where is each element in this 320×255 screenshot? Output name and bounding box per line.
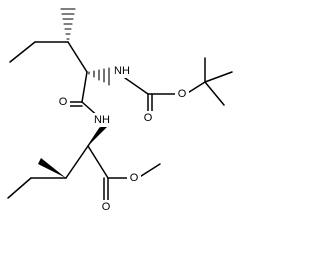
molecule-diagram: NH O O O NH O O [7, 8, 233, 214]
lower-methyl-wedge [38, 158, 66, 178]
bond-tert-carbon-me-2 [204, 71, 233, 83]
upper-carbonyl-double-bond [69, 101, 83, 107]
atom-labels: NH O O O NH O O [59, 65, 187, 213]
upper-methyl-hashed-bond [60, 8, 76, 40]
atom-label-upper-nh: NH [114, 65, 130, 77]
label-backgrounds [57, 64, 189, 214]
bond-upper-beta-alpha [67, 41, 88, 73]
atom-label-boc-ester-o: O [178, 88, 187, 100]
atom-label-upper-carbonyl-o: O [59, 96, 68, 108]
upper-alpha-nh-hashed-bond [88, 67, 110, 86]
bond-upper-alpha-carbonyl [81, 71, 88, 103]
bond-lower-ch2-ch3 [7, 177, 32, 199]
bond-nh-boc-carbon [124, 77, 149, 95]
bond-methoxy-o-ch3 [137, 163, 161, 179]
bond-lower-alpha-carbonyl [87, 145, 109, 179]
lower-residue-bonds [7, 127, 161, 206]
bond-lower-alpha-beta [65, 145, 89, 179]
bond-ester-o-tert-carbon [185, 81, 206, 95]
structure-canvas: NH O O O NH O O [7, 8, 233, 214]
atom-label-lower-nh: NH [94, 114, 110, 126]
lower-alpha-wedge [88, 122, 108, 146]
bond-tert-carbon-me-3 [204, 81, 225, 106]
atom-label-boc-carbonyl-o: O [144, 112, 153, 124]
atom-label-methoxy-o: O [130, 172, 139, 184]
upper-residue-bonds [9, 41, 101, 119]
bond-upper-ethyl-ch3 [9, 41, 36, 63]
atom-label-lower-carbonyl-o: O [102, 201, 111, 213]
